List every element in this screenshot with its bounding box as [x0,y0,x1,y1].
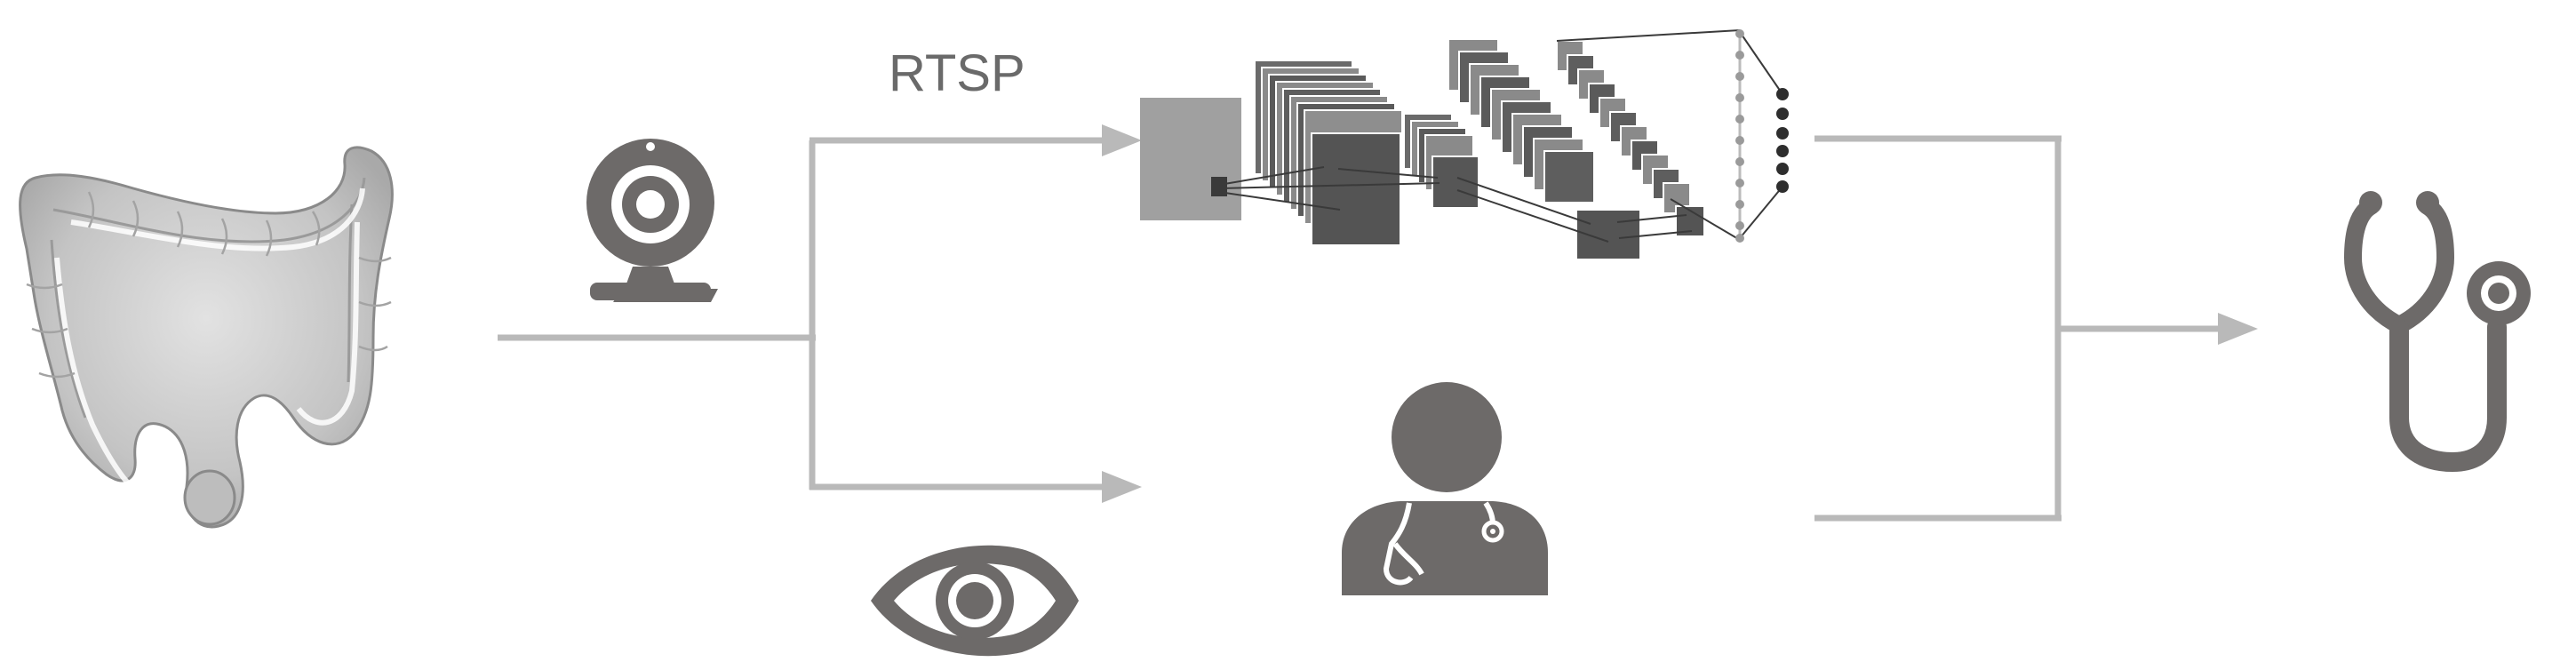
neural-network-icon [1140,29,1789,260]
nn-conv-stack-2 [1403,113,1479,209]
arrowhead-bottom [1102,471,1142,503]
connector-lines [498,135,2221,522]
eye-icon [871,545,1079,657]
nn-input-image [1140,98,1241,220]
webcam-icon [586,139,718,302]
arrowheads [1102,124,2258,503]
colon-icon [19,146,394,529]
nn-conv-stack-3 [1448,38,1641,260]
nn-dense-layer [1735,29,1789,243]
nn-connections [1211,29,1741,243]
arrowhead-output [2218,313,2258,345]
arrowhead-top [1102,124,1142,156]
doctor-icon [1342,382,1548,595]
nn-conv-stack-4 [1556,40,1705,237]
rtsp-label: RTSP [889,44,1025,102]
nn-conv-stack-1 [1254,60,1403,246]
stethoscope-icon [2343,191,2531,473]
